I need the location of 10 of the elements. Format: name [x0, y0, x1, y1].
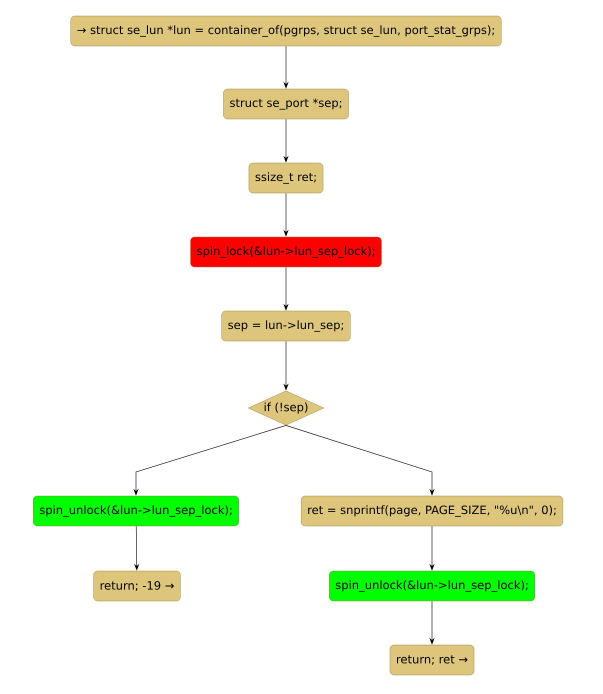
process-box: ret = snprintf(page, PAGE_SIZE, "%u\n", 0); [300, 496, 564, 526]
process-box: → struct se_lun *lun = container_of(pgrps, struct se_lun, port_stat_grps); [70, 16, 502, 46]
process-box: spin_unlock(&lun->lun_sep_lock); [33, 496, 239, 526]
process-box: spin_lock(&lun->lun_sep_lock); [190, 236, 382, 268]
process-box: sep = lun->lun_sep; [221, 310, 351, 342]
process-box: struct se_port *sep; [223, 88, 349, 120]
process-box: return; ret → [390, 644, 474, 676]
process-box: ssize_t ret; [248, 162, 324, 194]
process-box: return; -19 → [93, 570, 181, 602]
process-box: spin_unlock(&lun->lun_sep_lock); [329, 570, 535, 602]
